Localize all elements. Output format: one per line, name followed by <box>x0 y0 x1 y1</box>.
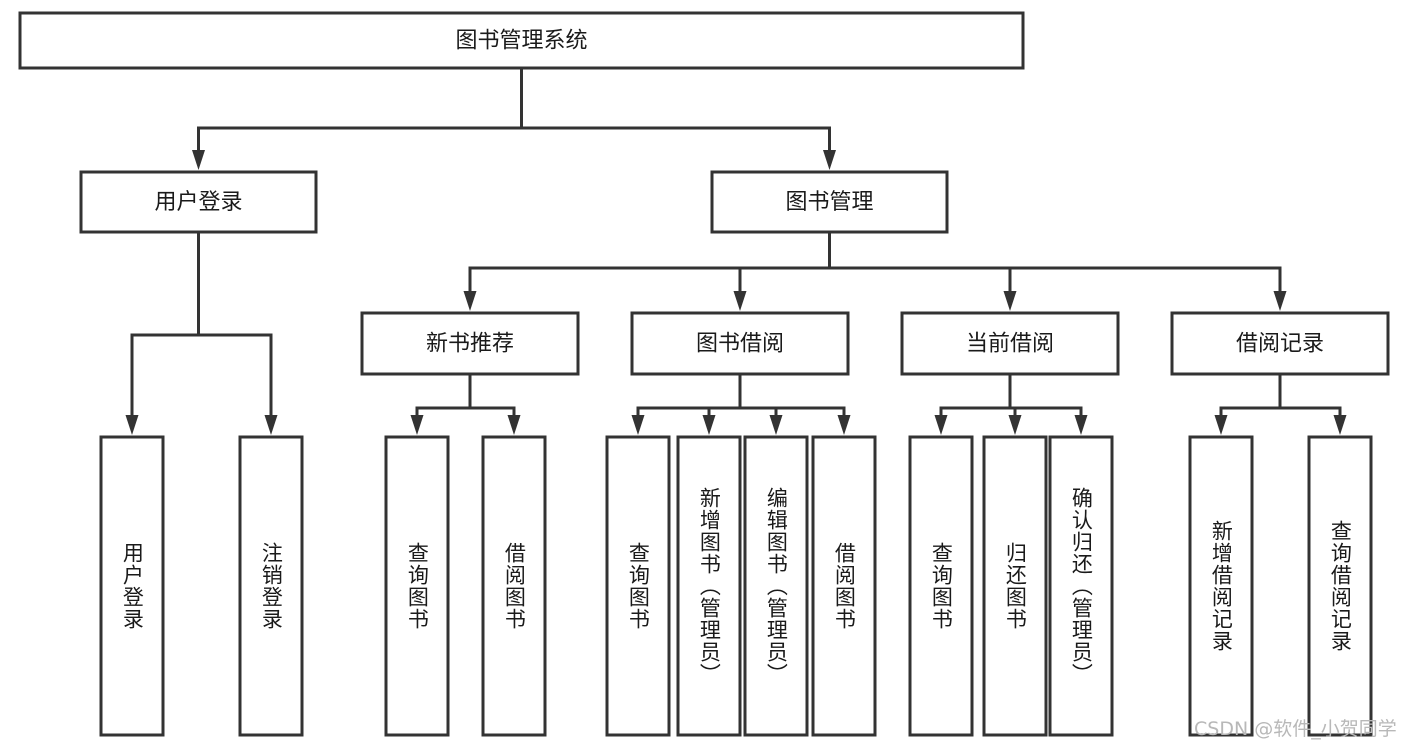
node-leaf-confirm-return[interactable] <box>1048 435 1114 737</box>
connector-current-borrow-to-leaf-confirm-return <box>1008 374 1088 435</box>
node-box-book-manage <box>710 170 949 234</box>
node-box-user-login <box>79 170 318 234</box>
arrow-head-icon <box>410 415 424 435</box>
connector-book-manage-to-borrow-record <box>828 232 1287 311</box>
node-box-book-borrow <box>630 311 850 376</box>
node-leaf-user-login[interactable] <box>99 435 165 737</box>
arrow-head-icon <box>463 291 477 311</box>
arrow-head-icon <box>192 150 205 170</box>
connector-user-login-to-leaf-user-login <box>125 232 200 435</box>
node-box-new-book-rec <box>360 311 580 376</box>
connector-root-to-book-manage <box>520 68 836 170</box>
node-box-leaf-query-record <box>1307 435 1373 737</box>
arrow-head-icon <box>1003 291 1017 311</box>
connector-current-borrow-to-leaf-query-book-cb <box>934 374 1012 435</box>
connector-new-book-rec-to-leaf-query-book-rec <box>410 374 472 435</box>
connector-user-login-to-leaf-logout <box>197 232 278 435</box>
arrow-head-icon <box>507 415 521 435</box>
node-box-leaf-borrow-book-rec <box>481 435 547 737</box>
node-leaf-query-book-rec[interactable] <box>384 435 450 737</box>
node-leaf-query-book-cb[interactable] <box>908 435 974 737</box>
node-box-leaf-add-book <box>676 435 742 737</box>
node-box-leaf-user-login <box>99 435 165 737</box>
connector-book-manage-to-book-borrow <box>733 232 831 311</box>
arrow-head-icon <box>1214 415 1228 435</box>
node-leaf-logout[interactable] <box>238 435 304 737</box>
node-book-manage[interactable]: 图书管理 <box>710 170 949 234</box>
node-user-login[interactable]: 用户登录 <box>79 170 318 234</box>
node-box-leaf-logout <box>238 435 304 737</box>
arrow-head-icon <box>934 415 948 435</box>
arrow-head-icon <box>837 415 851 435</box>
node-box-leaf-add-record <box>1188 435 1254 737</box>
node-leaf-query-record[interactable] <box>1307 435 1373 737</box>
connector-borrow-record-to-leaf-query-record <box>1278 374 1347 435</box>
connector-book-borrow-to-leaf-edit-book <box>738 374 783 435</box>
connector-book-borrow-to-leaf-borrow-book-bb <box>738 374 851 435</box>
arrow-head-icon <box>125 415 139 435</box>
node-leaf-query-book-bb[interactable] <box>605 435 671 737</box>
node-box-leaf-query-book-rec <box>384 435 450 737</box>
node-leaf-borrow-book-rec[interactable] <box>481 435 547 737</box>
node-leaf-add-record[interactable] <box>1188 435 1254 737</box>
connector-book-manage-to-current-borrow <box>828 232 1017 311</box>
connector-book-borrow-to-leaf-add-book <box>702 374 742 435</box>
node-book-borrow[interactable]: 图书借阅 <box>630 311 850 376</box>
node-label-root: 图书管理系统 <box>455 29 587 54</box>
csdn-watermark: CSDN @软件_小贺同学 <box>1194 718 1397 740</box>
node-leaf-edit-book[interactable] <box>743 435 809 737</box>
node-borrow-record[interactable]: 借阅记录 <box>1170 311 1390 376</box>
edges-layer <box>125 68 1347 435</box>
arrow-head-icon <box>1273 291 1287 311</box>
node-box-borrow-record <box>1170 311 1390 376</box>
connector-book-manage-to-new-book-rec <box>463 232 831 311</box>
node-leaf-borrow-book-bb[interactable] <box>811 435 877 737</box>
connector-book-borrow-to-leaf-query-book-bb <box>631 374 742 435</box>
node-label-book-borrow: 图书借阅 <box>696 332 784 357</box>
node-label-borrow-record: 借阅记录 <box>1236 332 1324 357</box>
node-label-book-manage: 图书管理 <box>785 190 873 215</box>
node-current-borrow[interactable]: 当前借阅 <box>900 311 1120 376</box>
node-root[interactable]: 图书管理系统 <box>18 11 1025 70</box>
node-label-current-borrow: 当前借阅 <box>966 332 1054 357</box>
node-box-current-borrow <box>900 311 1120 376</box>
arrow-head-icon <box>702 415 716 435</box>
arrow-head-icon <box>264 415 278 435</box>
node-leaf-return-book[interactable] <box>982 435 1048 737</box>
connector-root-to-user-login <box>192 68 523 170</box>
arrow-head-icon <box>631 415 645 435</box>
node-box-leaf-return-book <box>982 435 1048 737</box>
node-new-book-rec[interactable]: 新书推荐 <box>360 311 580 376</box>
node-box-leaf-confirm-return <box>1048 435 1114 737</box>
arrow-head-icon <box>1333 415 1347 435</box>
arrow-head-icon <box>823 150 836 170</box>
node-box-leaf-borrow-book-bb <box>811 435 877 737</box>
arrow-head-icon <box>733 291 747 311</box>
node-box-root <box>18 11 1025 70</box>
node-label-user-login: 用户登录 <box>154 190 242 215</box>
arrow-head-icon <box>1008 415 1022 435</box>
node-leaf-add-book[interactable] <box>676 435 742 737</box>
node-box-leaf-query-book-bb <box>605 435 671 737</box>
arrow-head-icon <box>769 415 783 435</box>
node-box-leaf-edit-book <box>743 435 809 737</box>
connector-new-book-rec-to-leaf-borrow-book-rec <box>468 374 521 435</box>
node-box-leaf-query-book-cb <box>908 435 974 737</box>
connector-borrow-record-to-leaf-add-record <box>1214 374 1282 435</box>
arrow-head-icon <box>1074 415 1088 435</box>
node-label-new-book-rec: 新书推荐 <box>426 332 514 357</box>
